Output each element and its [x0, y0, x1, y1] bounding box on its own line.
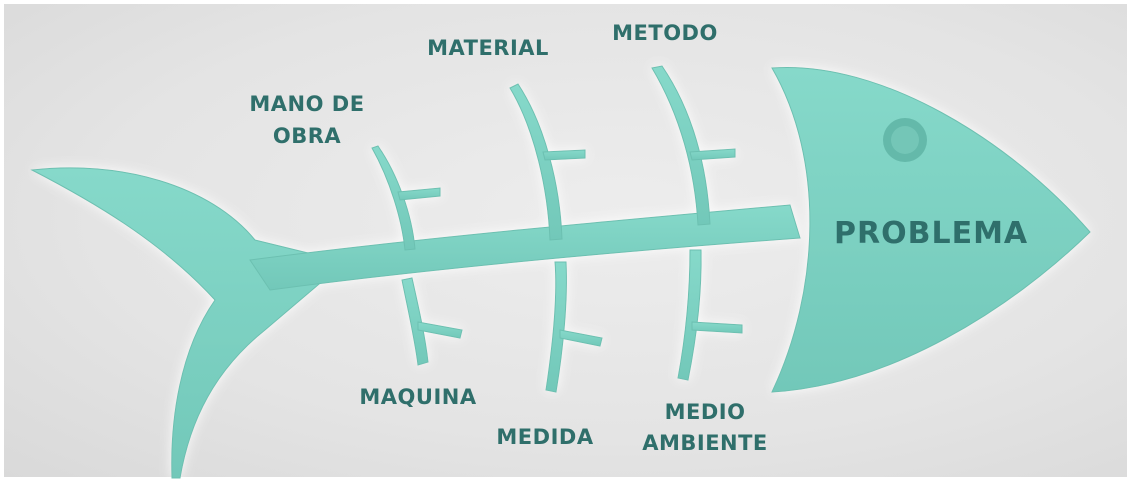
bone-metodo-branch — [689, 148, 736, 161]
fish-spine — [249, 204, 801, 291]
bone-maquina-branch — [417, 321, 463, 339]
bone-medida — [545, 261, 567, 393]
category-label-ambiente: AMBIENTE — [642, 431, 768, 455]
bone-maquina — [401, 277, 429, 366]
category-label-metodo: METODO — [612, 21, 718, 45]
bone-mano-de-obra-branch — [397, 187, 441, 201]
fish-tail — [30, 167, 347, 479]
category-label-mano-de-obra: MANO DE — [249, 92, 364, 116]
fish-head — [771, 66, 1091, 393]
category-label-medio: MEDIO — [665, 400, 746, 424]
category-label-mano-de-obra-line2: OBRA — [273, 124, 342, 148]
bone-material-branch — [542, 149, 586, 161]
bone-metodo — [651, 65, 711, 226]
category-label-medida: MEDIDA — [496, 425, 593, 449]
category-label-material: MATERIAL — [427, 36, 549, 60]
bone-material — [509, 83, 563, 241]
bone-medida-branch — [559, 329, 603, 347]
category-label-maquina: MAQUINA — [359, 385, 476, 409]
bone-medio-ambiente-branch — [691, 321, 743, 334]
bone-mano-de-obra — [371, 145, 416, 251]
problem-label: PROBLEMA — [834, 216, 1028, 251]
bone-medio-ambiente — [677, 249, 702, 381]
